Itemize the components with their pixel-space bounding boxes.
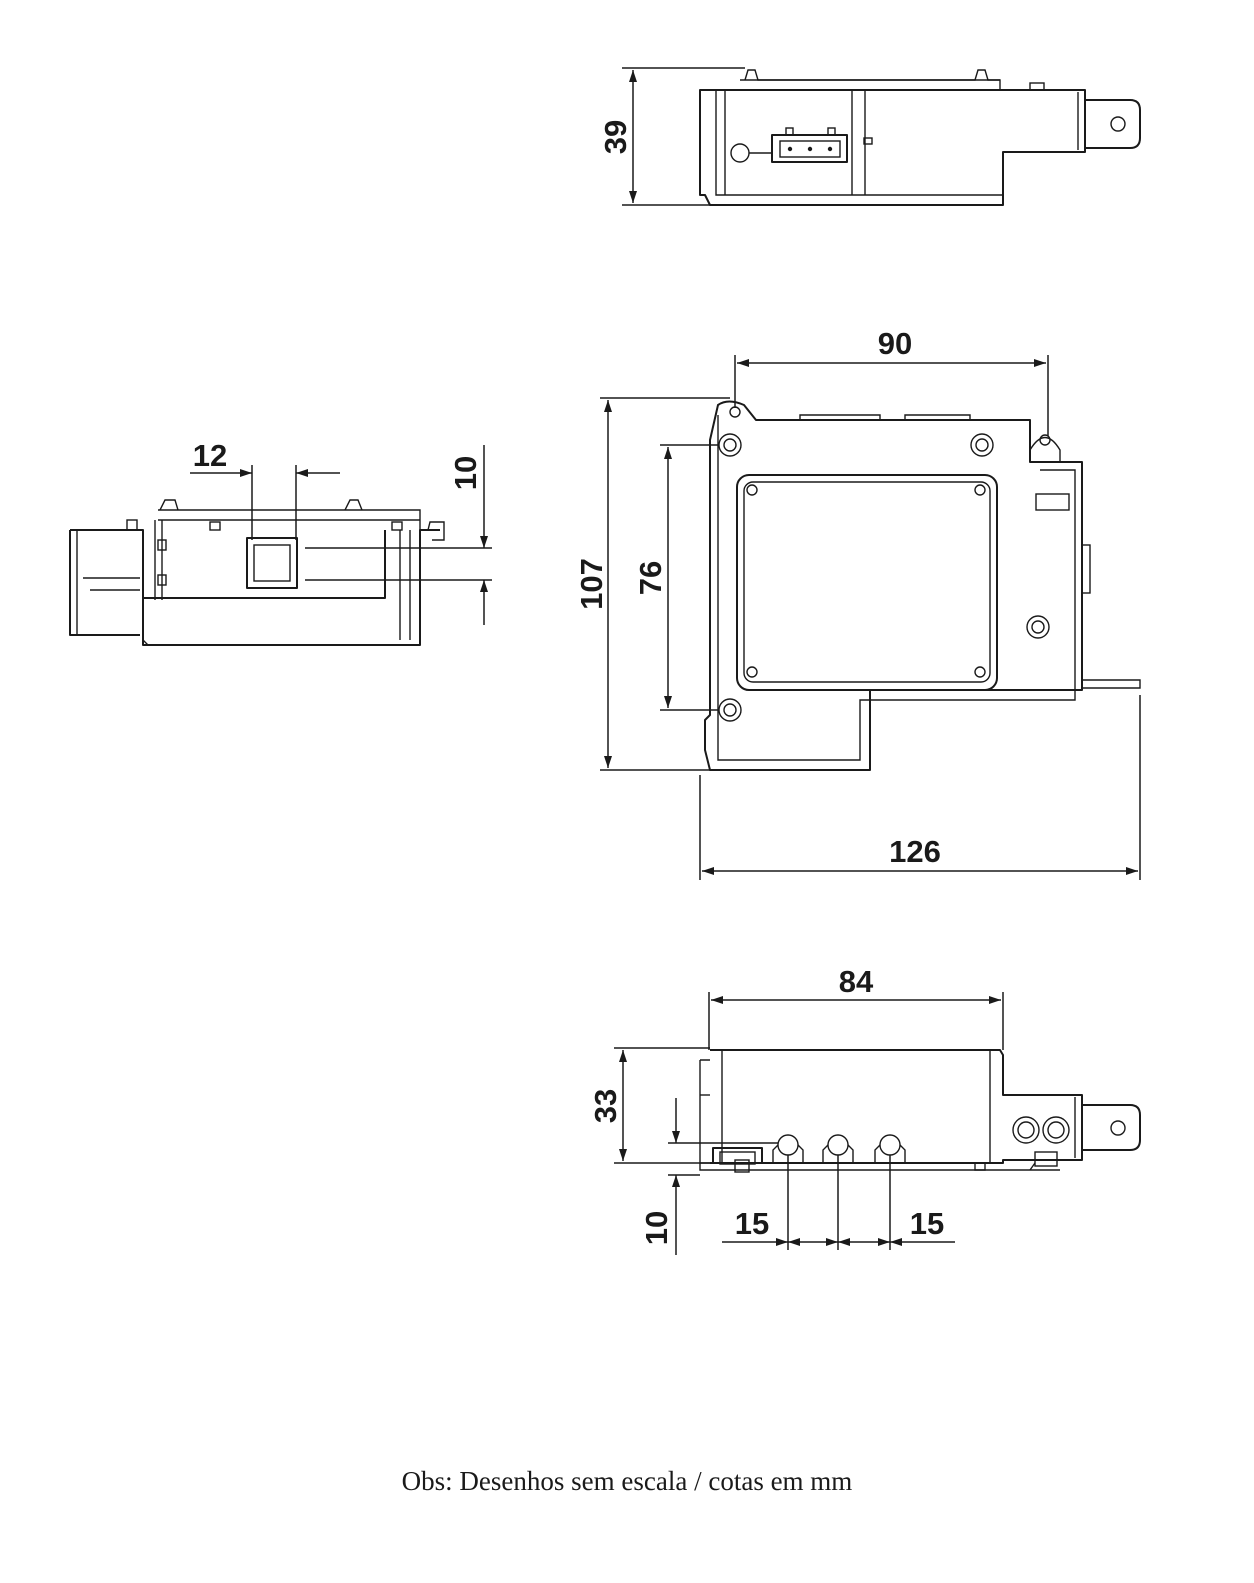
dim-total-height-107: 107 [574,558,609,610]
drawing-note: Obs: Desenhos sem escala / cotas em mm [401,1466,853,1496]
dim-pitch-15-left: 15 [735,1206,769,1241]
dim-height-33: 33 [588,1089,623,1123]
dim-hole-spacing-90: 90 [878,326,912,361]
dim-height-39: 39 [598,120,633,154]
bottom-view: 84 33 10 15 15 [588,964,1141,1255]
dim-pitch-15-right: 15 [910,1206,944,1241]
dim-hole-height-76: 76 [633,561,668,595]
main-view: 90 107 76 126 [574,326,1141,880]
dim-offset-10: 10 [639,1211,674,1245]
dim-total-width-126: 126 [889,834,941,869]
side-view: 12 10 [69,438,492,646]
dim-slot-width-12: 12 [193,438,227,473]
dim-slot-height-10: 10 [448,456,483,490]
top-view: 39 [598,67,1141,206]
dim-width-84: 84 [839,964,874,999]
